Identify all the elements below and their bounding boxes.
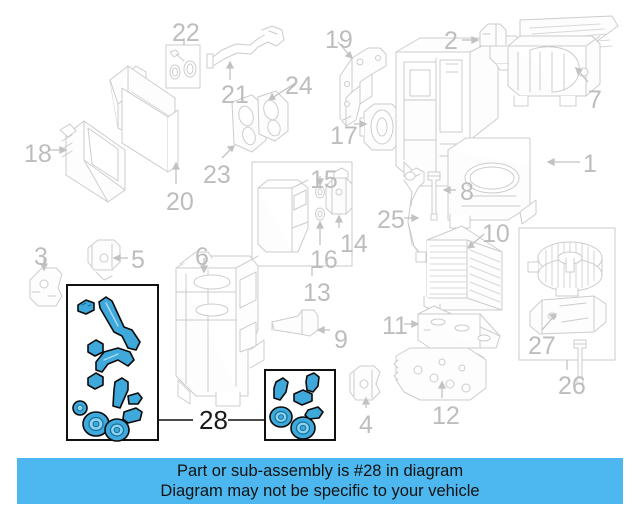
part-14-expansion-valve	[325, 167, 353, 215]
banner-line-1: Part or sub-assembly is #28 in diagram	[176, 462, 464, 480]
callout-17: 17	[330, 122, 358, 150]
part-24-seal-ring	[257, 90, 289, 142]
callout-9: 9	[334, 326, 348, 354]
primary-highlight-box	[66, 284, 159, 442]
callout-8: 8	[460, 178, 474, 206]
callout-11: 11	[382, 312, 408, 340]
callout-14: 14	[340, 230, 368, 258]
part-10-cabin-filter	[423, 225, 503, 315]
callout-3: 3	[34, 243, 48, 271]
callout-19: 19	[325, 26, 353, 54]
part-16-oring	[315, 207, 325, 221]
callout-18: 18	[24, 140, 52, 168]
part-18-heater-core-plate	[59, 120, 126, 203]
callout-1: 1	[583, 150, 597, 178]
part-1-hvac-housing	[395, 37, 537, 229]
part-6-heater-housing	[175, 251, 265, 407]
part-7-blower-cover	[507, 15, 619, 107]
callout-leaders	[39, 35, 589, 408]
part-9-sensor-probe	[271, 309, 319, 337]
part-5-bracket	[87, 239, 121, 281]
part-21-coolant-hoses	[206, 25, 285, 69]
part-25-refrigerant-line	[403, 167, 427, 263]
part-13-group-box	[251, 161, 353, 267]
part-3-bracket	[29, 267, 63, 307]
blower-wheel	[527, 241, 603, 297]
part-27-blower-resistor	[529, 295, 607, 335]
callout-22: 22	[172, 19, 200, 47]
callout-20: 20	[166, 188, 194, 216]
callout-28-highlighted: 28	[199, 405, 228, 435]
part-26-group-box	[518, 227, 616, 385]
callout-10: 10	[482, 220, 510, 248]
info-banner: Part or sub-assembly is #28 in diagram D…	[17, 458, 623, 504]
part-8-bolt	[427, 171, 441, 221]
callout-13: 13	[303, 279, 331, 307]
part-26-bolt	[573, 339, 587, 385]
part-15-oring	[315, 185, 325, 199]
callout-7: 7	[588, 86, 602, 114]
callout-16: 16	[310, 246, 338, 274]
callout-21: 21	[221, 81, 249, 109]
part-11-seal-strip	[417, 305, 501, 349]
secondary-highlight-box	[264, 369, 336, 441]
callout-4: 4	[359, 411, 373, 439]
banner-line-2: Diagram may not be specific to your vehi…	[160, 482, 480, 500]
part-12-insulation-pad	[393, 347, 487, 401]
part-17-actuator	[359, 103, 401, 151]
callout-12: 12	[432, 402, 460, 430]
part-4-bracket	[349, 365, 381, 401]
callout-27: 27	[528, 332, 556, 360]
callout-24: 24	[285, 72, 313, 100]
part-23-evaporator-seal	[231, 94, 267, 153]
callout-5: 5	[131, 246, 145, 274]
callout-23: 23	[203, 161, 231, 189]
callout-2: 2	[444, 27, 458, 55]
part-19-mounting-bracket	[339, 47, 387, 127]
callout-26: 26	[558, 372, 586, 400]
part-22-seal-kit-box	[165, 44, 201, 89]
callout-15: 15	[310, 166, 338, 194]
part-20-evaporator-core	[109, 65, 179, 173]
callout-6: 6	[195, 243, 209, 271]
callout-25: 25	[377, 206, 405, 234]
